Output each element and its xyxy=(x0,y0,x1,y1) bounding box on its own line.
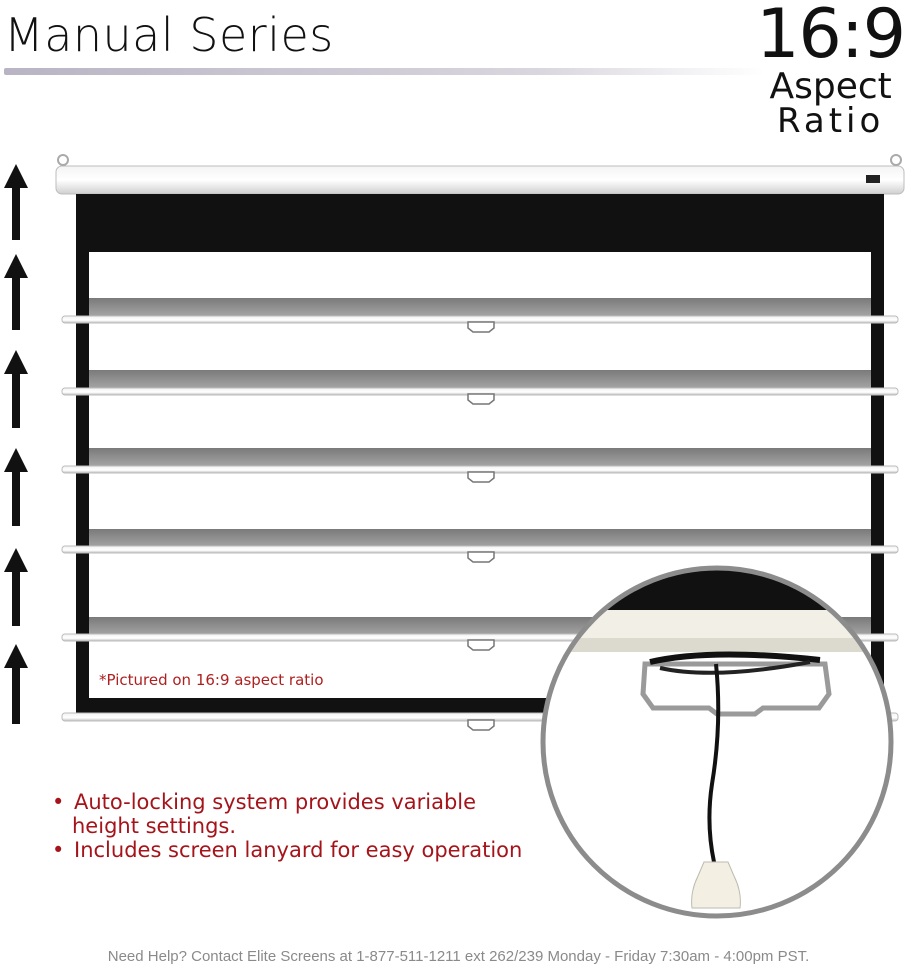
pull-handle-icon xyxy=(467,639,495,651)
aspect-ratio-value: 16:9 xyxy=(756,0,906,74)
aspect-ratio-caption: *Pictured on 16:9 aspect ratio xyxy=(99,671,324,689)
pull-handle-icon xyxy=(467,551,495,563)
bullet-icon: • xyxy=(52,838,65,862)
up-arrow-icon xyxy=(4,448,28,526)
up-arrow-icon xyxy=(4,164,28,240)
up-arrow-icon xyxy=(4,350,28,428)
up-arrows-column xyxy=(4,164,28,724)
support-contact-footer: Need Help? Contact Elite Screens at 1-87… xyxy=(107,948,810,965)
bullet-icon: • xyxy=(52,790,65,814)
up-arrow-icon xyxy=(4,644,28,724)
page-title: Manual Series xyxy=(4,8,334,62)
feature-item: • Includes screen lanyard for easy opera… xyxy=(52,838,522,862)
lanyard-handle-icon xyxy=(640,661,832,717)
pull-handle-icon xyxy=(467,321,495,333)
lanyard-cord xyxy=(707,663,721,863)
feature-list: • Auto-locking system provides variable … xyxy=(52,790,522,862)
title-underline xyxy=(4,68,764,75)
lanyard-pull-icon xyxy=(691,861,741,909)
pull-handle-icon xyxy=(467,393,495,405)
up-arrow-icon xyxy=(4,254,28,330)
pull-handle-icon xyxy=(467,719,495,731)
feature-text: Auto-locking system provides variable xyxy=(74,790,477,814)
feature-item: • Auto-locking system provides variable xyxy=(52,790,522,814)
feature-text-continued: height settings. xyxy=(72,814,237,838)
up-arrow-icon xyxy=(4,548,28,626)
aspect-ratio-badge: 16:9 Aspect Ratio xyxy=(756,0,906,141)
projector-screen-illustration xyxy=(55,154,905,919)
aspect-label-line2: Ratio xyxy=(777,101,885,141)
pull-handle-icon xyxy=(467,471,495,483)
feature-text: Includes screen lanyard for easy operati… xyxy=(74,838,523,862)
aspect-label-line1: Aspect xyxy=(769,66,892,107)
screen-housing xyxy=(55,154,905,195)
